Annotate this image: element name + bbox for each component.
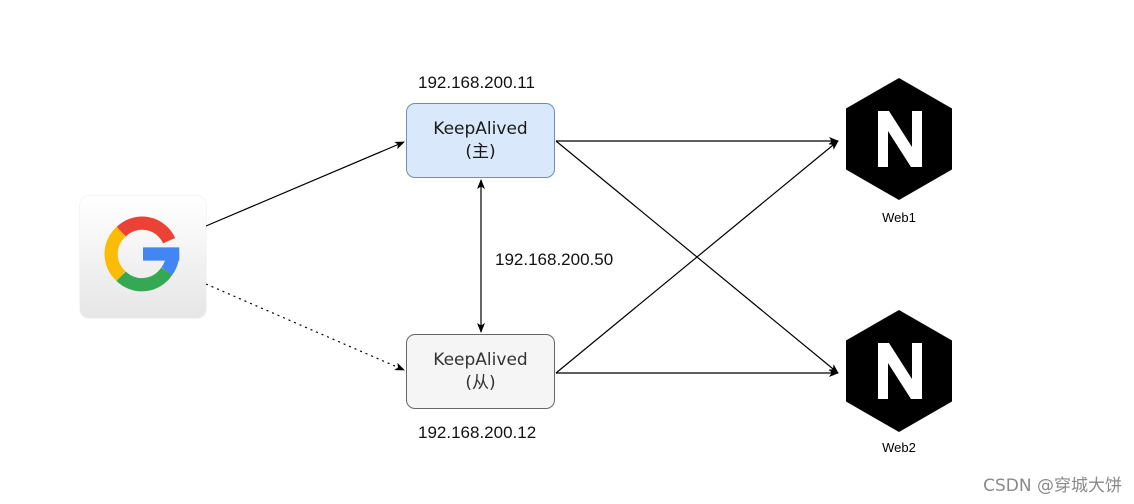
master-role: (主) bbox=[465, 141, 496, 162]
edge-client-to-master bbox=[205, 141, 405, 227]
edge-backup-to-web1 bbox=[555, 140, 839, 374]
keepalived-master-node[interactable]: KeepAlived (主) bbox=[406, 103, 555, 178]
client-google bbox=[80, 196, 206, 318]
edge-client-to-backup-standby bbox=[205, 283, 405, 371]
web1-label: Web1 bbox=[882, 210, 916, 225]
backup-ip-label: 192.168.200.12 bbox=[418, 423, 537, 442]
keepalived-backup-node[interactable]: KeepAlived (从) bbox=[406, 334, 555, 409]
master-ip-label: 192.168.200.11 bbox=[418, 73, 535, 92]
backup-name: KeepAlived bbox=[433, 349, 528, 370]
vip-label: 192.168.200.50 bbox=[495, 250, 614, 269]
nginx-web2-icon bbox=[846, 310, 952, 432]
backup-role: (从) bbox=[465, 372, 496, 393]
master-name: KeepAlived bbox=[433, 118, 528, 139]
watermark-text: CSDN @穿城大饼 bbox=[983, 476, 1122, 496]
web2-label: Web2 bbox=[882, 440, 916, 455]
google-g-logo-icon bbox=[104, 216, 180, 292]
nginx-web1-icon bbox=[846, 78, 952, 200]
